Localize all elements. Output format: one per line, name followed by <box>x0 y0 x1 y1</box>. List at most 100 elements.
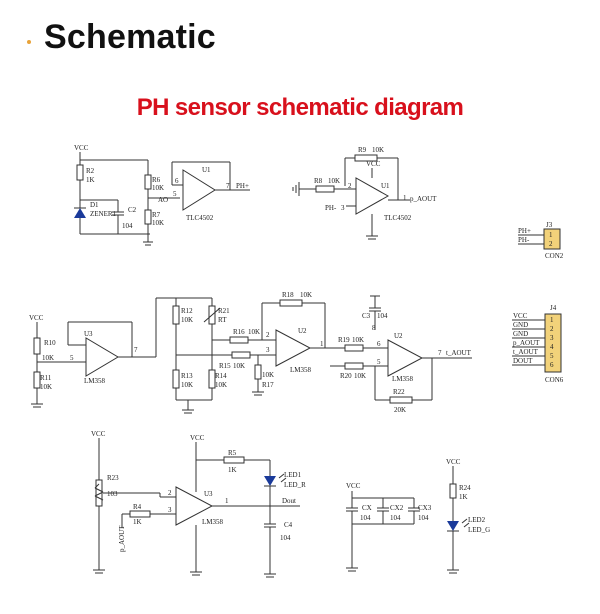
svg-text:U2: U2 <box>298 327 307 335</box>
svg-text:CON6: CON6 <box>545 376 564 384</box>
svg-text:6: 6 <box>377 340 381 348</box>
led1-icon <box>264 476 276 486</box>
svg-text:VCC: VCC <box>190 434 205 442</box>
svg-text:3: 3 <box>550 334 554 342</box>
resistor-r16 <box>229 336 249 344</box>
svg-text:TLC4502: TLC4502 <box>186 214 214 222</box>
svg-text:1: 1 <box>225 497 229 505</box>
svg-text:R24: R24 <box>459 484 471 492</box>
svg-text:CX: CX <box>362 504 372 512</box>
svg-text:LED1: LED1 <box>284 471 302 479</box>
resistor-r5 <box>223 456 245 464</box>
svg-text:R8: R8 <box>314 177 323 185</box>
svg-text:1K: 1K <box>86 176 95 184</box>
svg-text:U1: U1 <box>202 166 211 174</box>
svg-text:CON2: CON2 <box>545 252 564 260</box>
svg-text:R23: R23 <box>107 474 119 482</box>
svg-text:R7: R7 <box>152 211 161 219</box>
svg-text:7: 7 <box>226 182 230 190</box>
block1-ph-buffer: VCC R2 1K D1 ZENER1 C2 104 R6 10K R7 10K <box>74 144 250 246</box>
svg-text:GND: GND <box>513 330 528 338</box>
resistor-r24 <box>449 483 457 499</box>
svg-text:3: 3 <box>341 204 345 212</box>
resistor-r10 <box>33 337 41 355</box>
svg-text:J3: J3 <box>546 221 553 229</box>
svg-text:GND: GND <box>513 321 528 329</box>
svg-text:t_AOUT: t_AOUT <box>513 348 539 356</box>
svg-text:104: 104 <box>280 534 291 542</box>
j4-body <box>544 313 562 373</box>
svg-text:D1: D1 <box>90 201 99 209</box>
resistor-r20 <box>344 362 364 370</box>
svg-text:ZENER1: ZENER1 <box>90 210 117 218</box>
led2-icon <box>447 521 459 531</box>
svg-text:10K: 10K <box>262 371 274 379</box>
svg-text:R5: R5 <box>228 449 237 457</box>
block2-ph-amp: R9 10K VCC R8 10K 2 U1 TLC4502 PH- 3 1 p… <box>292 146 437 240</box>
connector-j4: J4 1 2 3 4 5 6 VCC GND GND p_AOUT t_AOUT… <box>512 304 564 384</box>
svg-text:10K: 10K <box>372 146 384 154</box>
svg-text:R17: R17 <box>262 381 274 389</box>
svg-text:1K: 1K <box>133 518 142 526</box>
svg-text:10K: 10K <box>352 336 364 344</box>
svg-text:1: 1 <box>550 316 554 324</box>
svg-text:VCC: VCC <box>366 160 381 168</box>
opamp-u3-comparator <box>175 486 214 526</box>
svg-text:5: 5 <box>377 358 381 366</box>
svg-text:R16: R16 <box>233 328 245 336</box>
resistor-r12 <box>172 305 180 325</box>
svg-text:10K: 10K <box>181 381 193 389</box>
svg-text:2: 2 <box>348 182 352 190</box>
svg-text:104: 104 <box>390 514 401 522</box>
svg-text:PH-: PH- <box>325 204 337 212</box>
svg-text:10K: 10K <box>215 381 227 389</box>
svg-text:8: 8 <box>372 324 376 332</box>
svg-text:R20: R20 <box>340 372 352 380</box>
svg-text:Dout: Dout <box>282 497 296 505</box>
svg-text:6: 6 <box>550 361 554 369</box>
svg-text:VCC: VCC <box>346 482 361 490</box>
svg-text:C3: C3 <box>362 312 371 320</box>
resistor-r15 <box>231 351 251 359</box>
svg-text:R15: R15 <box>219 362 231 370</box>
svg-text:LED2: LED2 <box>468 516 486 524</box>
svg-text:10K: 10K <box>181 316 193 324</box>
svg-text:20K: 20K <box>394 406 406 414</box>
svg-text:R21: R21 <box>218 307 230 315</box>
block6-power-led: VCC R24 1K LED2 LED_G <box>446 458 490 574</box>
svg-text:U1: U1 <box>381 182 390 190</box>
svg-text:R6: R6 <box>152 176 161 184</box>
svg-text:1K: 1K <box>459 493 468 501</box>
svg-text:2: 2 <box>266 331 270 339</box>
resistor-r2 <box>76 164 84 181</box>
svg-text:U3: U3 <box>204 490 213 498</box>
svg-text:103: 103 <box>107 490 118 498</box>
svg-text:R22: R22 <box>393 388 405 396</box>
block4-comparator: VCC R23 103 2 R4 1K 3 p_AOUT U3 LM358 VC… <box>91 430 306 578</box>
svg-text:C4: C4 <box>284 521 293 529</box>
block3-temperature: VCC R10 10K R11 10K 5 U3 LM358 7 R12 10K… <box>29 291 472 414</box>
svg-text:3: 3 <box>266 346 270 354</box>
svg-text:10K: 10K <box>328 177 340 185</box>
svg-text:LM358: LM358 <box>202 518 224 526</box>
svg-text:R18: R18 <box>282 291 294 299</box>
resistor-r17 <box>254 364 262 380</box>
svg-text:PH-: PH- <box>518 236 530 244</box>
svg-text:R11: R11 <box>40 374 52 382</box>
svg-text:RT: RT <box>218 316 227 324</box>
svg-text:t_AOUT: t_AOUT <box>446 349 472 357</box>
svg-text:CX3: CX3 <box>418 504 432 512</box>
svg-text:2: 2 <box>168 489 172 497</box>
svg-text:10K: 10K <box>152 219 164 227</box>
svg-text:p_AOUT: p_AOUT <box>410 195 437 203</box>
diagram-subtitle: PH sensor schematic diagram <box>136 94 464 121</box>
svg-text:7: 7 <box>438 349 442 357</box>
resistor-r18 <box>279 299 303 307</box>
resistor-r7 <box>144 209 152 225</box>
svg-text:LM358: LM358 <box>290 366 312 374</box>
svg-text:VCC: VCC <box>446 458 461 466</box>
svg-text:3: 3 <box>168 506 172 514</box>
opamp-u3 <box>85 337 119 377</box>
resistor-r6 <box>144 174 152 190</box>
